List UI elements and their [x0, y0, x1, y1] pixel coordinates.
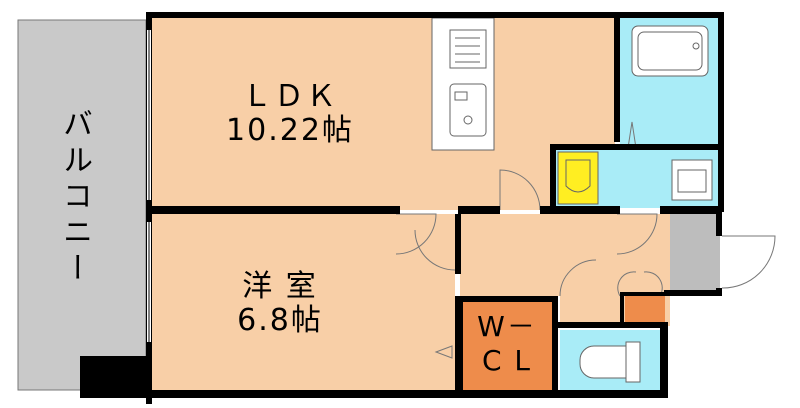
hallway-floor: [460, 214, 670, 296]
door-swings: [395, 121, 776, 359]
closet-line1: W－: [477, 310, 537, 343]
balcony-corner-block: [80, 356, 150, 398]
balcony-label: バルコニー: [57, 108, 92, 288]
sink-icon: [449, 83, 487, 137]
balcony: [17, 19, 147, 391]
closet-line2: C L: [481, 344, 533, 377]
walls: [146, 12, 724, 404]
bedroom-size: 6.8帖: [237, 303, 323, 338]
closet-label: W－ C L: [462, 310, 552, 378]
bedroom-label: 洋 室 6.8帖: [220, 270, 340, 338]
washing-machine-icon: [671, 159, 713, 201]
shoe-closet: [625, 294, 665, 324]
entry-floor: [670, 214, 720, 290]
ldk-label: ＬＤＫ 10.22帖: [220, 80, 360, 148]
ldk-name: ＬＤＫ: [242, 79, 338, 114]
walk-in-closet: [462, 302, 552, 390]
bedroom-name: 洋 室: [242, 269, 318, 304]
bedroom-floor: [150, 214, 455, 390]
bathtub-icon: [631, 25, 709, 77]
ldk-size: 10.22帖: [226, 113, 354, 148]
